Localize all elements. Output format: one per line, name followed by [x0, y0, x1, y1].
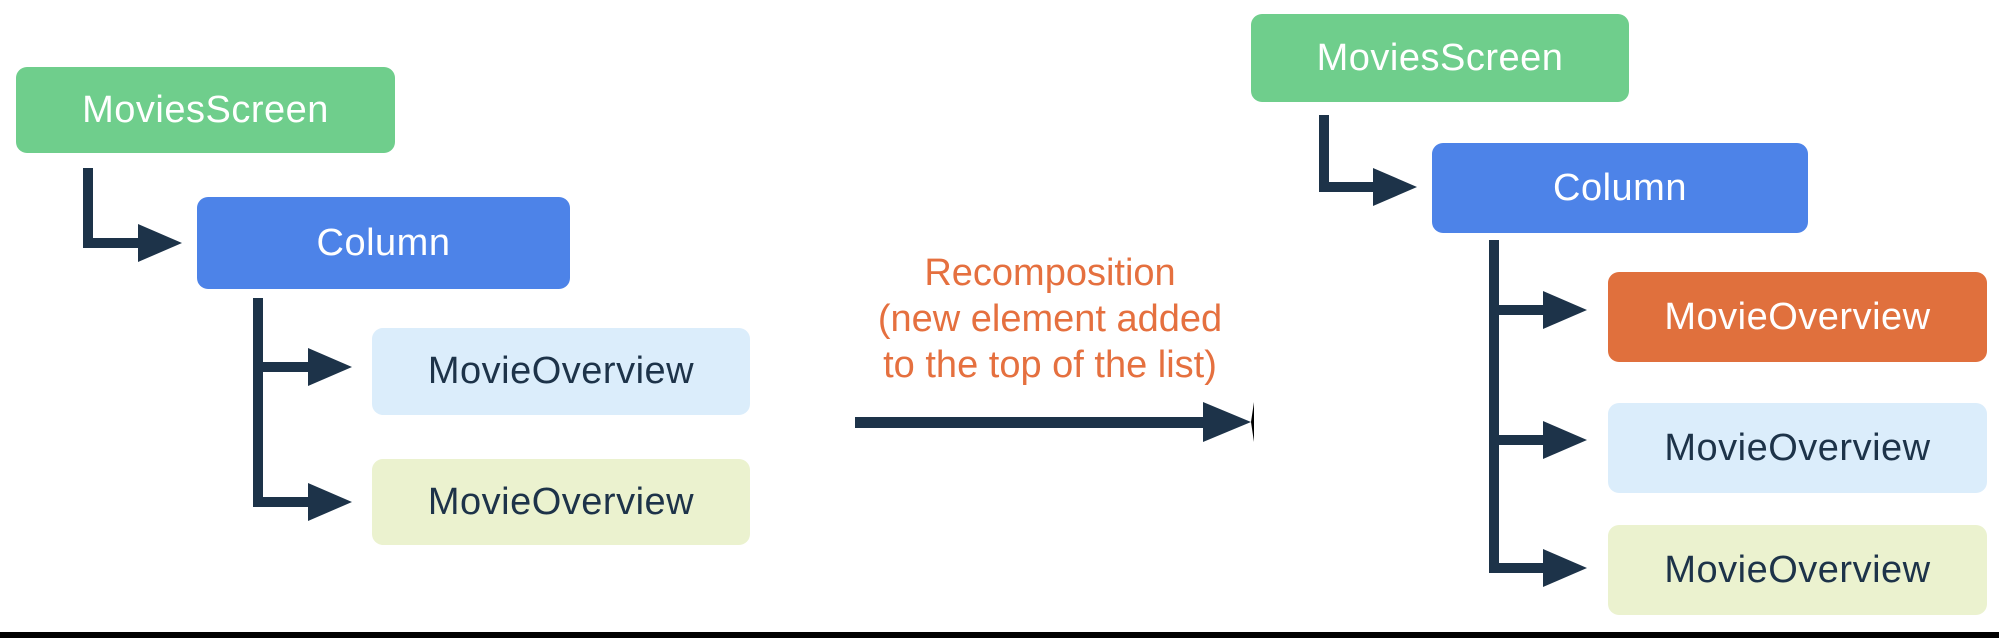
- left-tree-movieoverview-node-1: MovieOverview: [372, 328, 750, 415]
- right-branch-arrowhead-icon-2: [1543, 421, 1587, 459]
- left-branch-line-1: [253, 362, 310, 372]
- right-branch-arrowhead-icon-1: [1543, 291, 1587, 329]
- right-tree-movieoverview-node-new: MovieOverview: [1608, 272, 1987, 362]
- right-tree-movieoverview-node-3: MovieOverview: [1608, 525, 1987, 615]
- recomposition-arrow-shaft: [855, 417, 1205, 428]
- recomposition-label: Recomposition (new element added to the …: [820, 250, 1280, 388]
- recomposition-label-line-1: Recomposition: [924, 252, 1176, 294]
- left-root-elbow-horizontal-line: [83, 238, 140, 248]
- left-branch-arrowhead-icon-2: [308, 483, 352, 521]
- right-branch-arrowhead-icon-3: [1543, 549, 1587, 587]
- right-tree-column-node: Column: [1432, 143, 1808, 233]
- left-tree-root-node: MoviesScreen: [16, 67, 395, 153]
- right-column-trunk-line: [1489, 240, 1499, 573]
- bottom-divider: [0, 632, 1999, 638]
- recomposition-label-line-2: (new element added: [877, 298, 1223, 340]
- left-branch-line-2: [253, 497, 310, 507]
- right-tree-root-node: MoviesScreen: [1251, 14, 1629, 102]
- right-root-elbow-horizontal-line: [1319, 182, 1375, 192]
- left-root-arrowhead-icon: [138, 224, 182, 262]
- left-tree-column-node: Column: [197, 197, 570, 289]
- left-branch-arrowhead-icon-1: [308, 348, 352, 386]
- left-column-trunk-line: [253, 298, 263, 507]
- right-root-elbow-vertical-line: [1319, 115, 1329, 192]
- left-tree-movieoverview-node-2: MovieOverview: [372, 459, 750, 545]
- recomposition-label-line-3: to the top of the list): [883, 344, 1217, 386]
- right-branch-line-2: [1489, 435, 1545, 445]
- right-branch-line-3: [1489, 563, 1545, 573]
- left-root-elbow-vertical-line: [83, 168, 93, 248]
- recomposition-arrowhead-icon: [1203, 402, 1254, 442]
- right-tree-movieoverview-node-2: MovieOverview: [1608, 403, 1987, 493]
- right-root-arrowhead-icon: [1373, 168, 1417, 206]
- right-branch-line-1: [1489, 305, 1545, 315]
